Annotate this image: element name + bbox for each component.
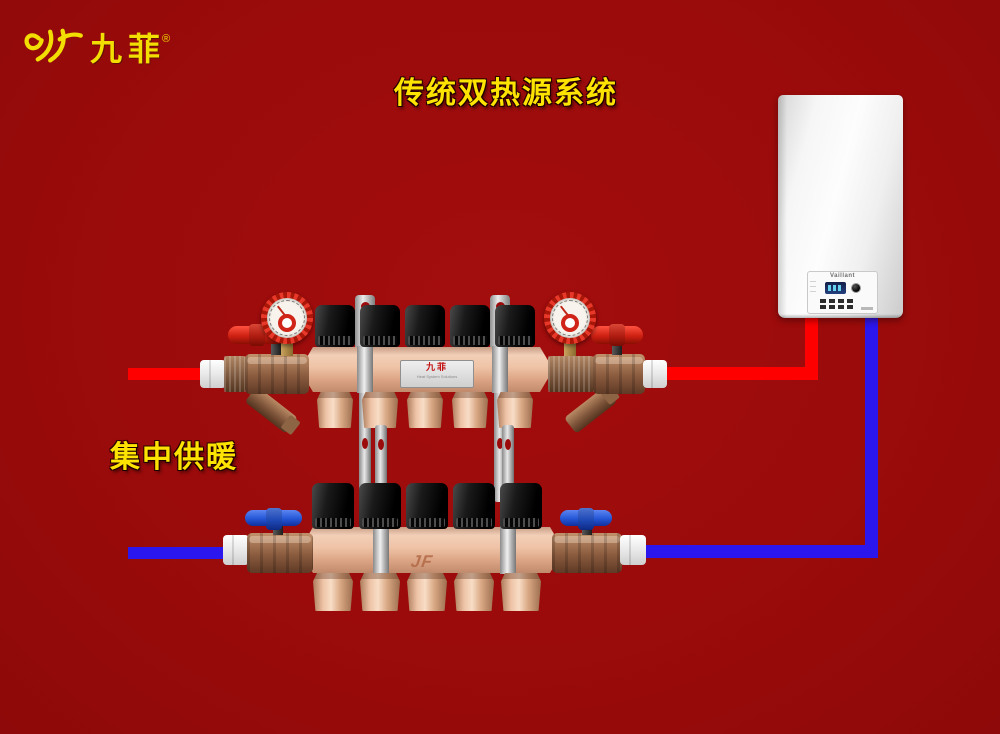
bracket-clamp-band bbox=[357, 346, 373, 393]
loop-valve-cap bbox=[359, 483, 401, 529]
valve-stem bbox=[612, 340, 622, 355]
pressure-gauge bbox=[544, 292, 596, 344]
union-nut bbox=[548, 356, 594, 392]
boiler-grille bbox=[810, 281, 816, 295]
bracket-clamp-band bbox=[373, 526, 389, 574]
brand-logo: 九菲 ® bbox=[22, 24, 174, 70]
central-heating-label: 集中供暖 bbox=[110, 441, 238, 474]
gauge-face bbox=[550, 298, 590, 338]
loop-valve-cap bbox=[405, 305, 445, 347]
registered-mark: ® bbox=[162, 33, 171, 45]
gauge-face bbox=[267, 298, 307, 338]
strap-hole bbox=[378, 439, 384, 450]
loop-valve-cap bbox=[450, 305, 490, 347]
wall-boiler: Vaillant bbox=[778, 95, 903, 318]
ppr-adapter bbox=[200, 360, 226, 388]
ppr-adapter bbox=[223, 535, 249, 565]
boiler-button-row bbox=[820, 305, 854, 309]
gauge-subdial bbox=[561, 314, 579, 332]
ball-valve bbox=[247, 533, 313, 573]
brand-logo-text: 九菲 bbox=[90, 31, 167, 67]
ball-valve bbox=[593, 354, 645, 394]
nameplate-subtext: Heat System Solutions bbox=[416, 374, 458, 379]
ppr-adapter bbox=[643, 360, 667, 388]
blue-valve-handle bbox=[245, 510, 302, 526]
blue-valve-handle bbox=[560, 510, 612, 526]
pressure-gauge bbox=[261, 292, 313, 344]
boiler-brand-label: Vaillant bbox=[829, 273, 855, 279]
loop-outlet-nut bbox=[360, 573, 400, 611]
strap-hole bbox=[362, 438, 368, 449]
cold-pipe-left bbox=[128, 547, 228, 559]
cold-pipe-right-horizontal bbox=[632, 545, 878, 558]
loop-valve-cap bbox=[500, 483, 542, 529]
loop-valve-cap bbox=[312, 483, 354, 529]
hot-pipe-right-horizontal bbox=[656, 367, 818, 380]
boiler-button-row bbox=[820, 299, 854, 303]
boiler-display-digits bbox=[828, 285, 841, 291]
ball-valve bbox=[245, 354, 309, 394]
boiler-model-mark bbox=[861, 307, 873, 310]
gauge-ticks bbox=[269, 300, 305, 336]
strap-hole bbox=[497, 438, 503, 449]
jf-engraving: JF bbox=[409, 552, 435, 571]
boiler-control-panel: Vaillant bbox=[807, 271, 878, 314]
loop-outlet-nut bbox=[452, 392, 488, 428]
hot-pipe-right-vertical bbox=[805, 318, 818, 380]
loop-valve-cap bbox=[315, 305, 355, 347]
valve-stem bbox=[271, 340, 281, 355]
union-nut bbox=[224, 356, 246, 392]
jf-swoosh-icon bbox=[24, 28, 83, 63]
loop-valve-cap bbox=[453, 483, 495, 529]
loop-outlet-nut bbox=[407, 392, 443, 428]
boiler-display bbox=[825, 282, 846, 294]
bracket-clamp-band bbox=[492, 346, 508, 393]
ppr-adapter bbox=[620, 535, 646, 565]
gauge-subdial bbox=[278, 314, 296, 332]
cold-pipe-right-vertical bbox=[865, 318, 878, 557]
loop-outlet-nut bbox=[407, 573, 447, 611]
hot-pipe-left bbox=[128, 368, 206, 380]
loop-outlet-nut bbox=[317, 392, 353, 428]
nameplate-brand: 九菲 bbox=[425, 362, 448, 372]
boiler-knob bbox=[852, 284, 860, 292]
loop-valve-cap bbox=[360, 305, 400, 347]
loop-outlet-nut bbox=[501, 573, 541, 611]
strap-hole bbox=[505, 439, 511, 450]
loop-outlet-nut bbox=[497, 392, 533, 428]
loop-valve-cap bbox=[406, 483, 448, 529]
loop-outlet-nut bbox=[454, 573, 494, 611]
ball-valve bbox=[552, 533, 622, 573]
loop-outlet-nut bbox=[313, 573, 353, 611]
loop-outlet-nut bbox=[362, 392, 398, 428]
page-title: 传统双热源系统 bbox=[394, 77, 618, 110]
manifold-nameplate: 九菲 Heat System Solutions bbox=[400, 360, 474, 388]
loop-valve-cap bbox=[495, 305, 535, 347]
supply-manifold: 九菲 Heat System Solutions bbox=[195, 290, 675, 515]
return-manifold: JF bbox=[215, 425, 660, 618]
gauge-ticks bbox=[552, 300, 588, 336]
bracket-clamp-band bbox=[500, 526, 516, 574]
red-valve-handle bbox=[591, 326, 643, 344]
